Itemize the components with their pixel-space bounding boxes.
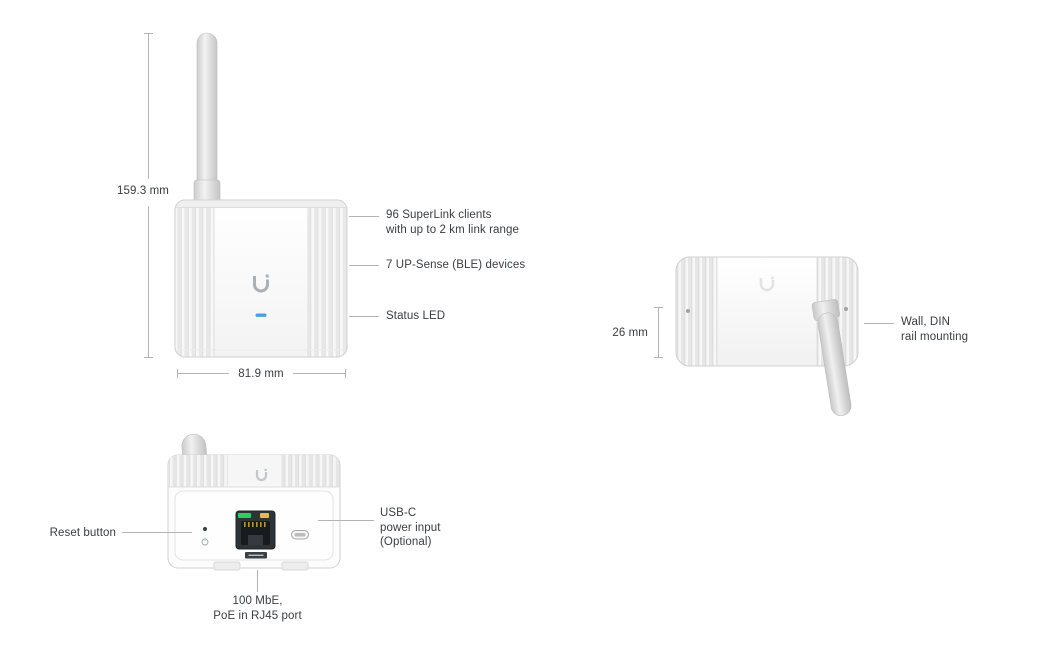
ubiquiti-logo-faint <box>759 276 775 292</box>
mounting-callout-label: Wall, DIN rail mounting <box>901 316 969 343</box>
leader-line-superlink <box>349 216 379 217</box>
mounting-foot-left <box>213 561 241 571</box>
ubiquiti-logo-small <box>255 468 268 482</box>
leader-line-status-led <box>349 316 379 317</box>
rj45-callout-label: 100 MbE, PoE in RJ45 port <box>213 595 302 622</box>
top-view-illustration <box>675 256 859 417</box>
rj45-led-amber <box>260 513 269 518</box>
dim-line-height-upper <box>148 33 149 179</box>
dim-line-width-right <box>293 373 346 374</box>
antenna-folded <box>811 299 852 417</box>
dim-line-width-left <box>177 373 229 374</box>
front-width-label: 81.9 mm <box>238 368 284 380</box>
rj45-port <box>235 510 276 559</box>
rj45-led-green <box>238 513 251 518</box>
leader-line-usbc <box>318 520 374 521</box>
upsense-callout-label: 7 UP-Sense (BLE) devices <box>386 259 526 271</box>
device-body-bottom-detail <box>168 455 340 488</box>
dim-cap-bottom <box>654 357 663 358</box>
dim-line-depth <box>658 307 659 358</box>
usbc-callout-label: USB-C power input (Optional) <box>380 507 441 548</box>
dim-cap-bottom <box>144 357 153 358</box>
device-body-detail <box>175 200 347 357</box>
antenna <box>193 32 221 203</box>
leader-line-rj45 <box>257 570 258 592</box>
leader-line-reset <box>122 532 192 533</box>
dim-line-height-lower <box>148 206 149 358</box>
dim-cap-right <box>345 369 346 378</box>
ubiquiti-logo <box>253 274 269 293</box>
front-height-label: 159.3 mm <box>117 185 169 197</box>
superlink-callout-label: 96 SuperLink clients with up to 2 km lin… <box>386 209 519 236</box>
top-depth-label: 26 mm <box>612 327 648 339</box>
leader-line-upsense <box>349 265 379 266</box>
bottom-view-illustration <box>167 433 341 571</box>
reset-button <box>201 527 209 546</box>
screw-hole-right <box>844 307 848 311</box>
status-led <box>255 313 267 317</box>
status-led-callout-label: Status LED <box>386 310 446 322</box>
screw-hole-left <box>686 309 690 313</box>
front-view-illustration <box>174 32 348 358</box>
usb-c-port <box>291 530 309 540</box>
leader-line-mounting <box>864 323 894 324</box>
mounting-foot-right <box>281 561 309 571</box>
reset-callout-label: Reset button <box>49 527 116 539</box>
